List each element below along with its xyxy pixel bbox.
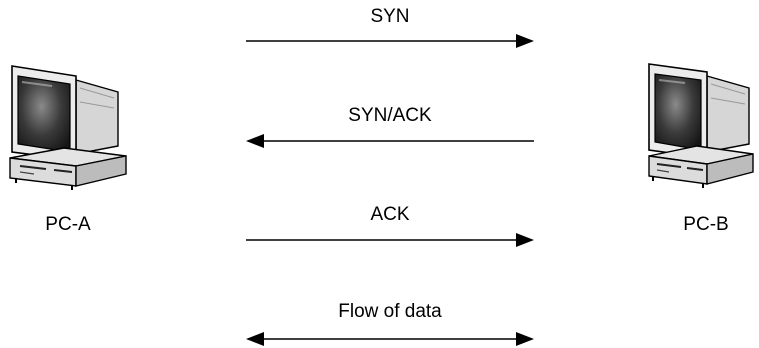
pc-b-label: PC-B <box>683 214 729 235</box>
syn-label: SYN <box>370 6 410 27</box>
ack-label: ACK <box>370 204 410 225</box>
pc-a-computer-icon <box>6 62 132 195</box>
flow-of-data-label: Flow of data <box>338 301 442 322</box>
ack-arrow <box>246 233 534 247</box>
pc-a-label: PC-A <box>45 214 91 235</box>
data-flow-arrow <box>246 332 534 346</box>
pc-b-computer-icon <box>645 60 757 195</box>
syn-ack-label: SYN/ACK <box>348 105 432 126</box>
syn-ack-arrow <box>246 134 534 148</box>
syn-arrow <box>246 34 534 48</box>
